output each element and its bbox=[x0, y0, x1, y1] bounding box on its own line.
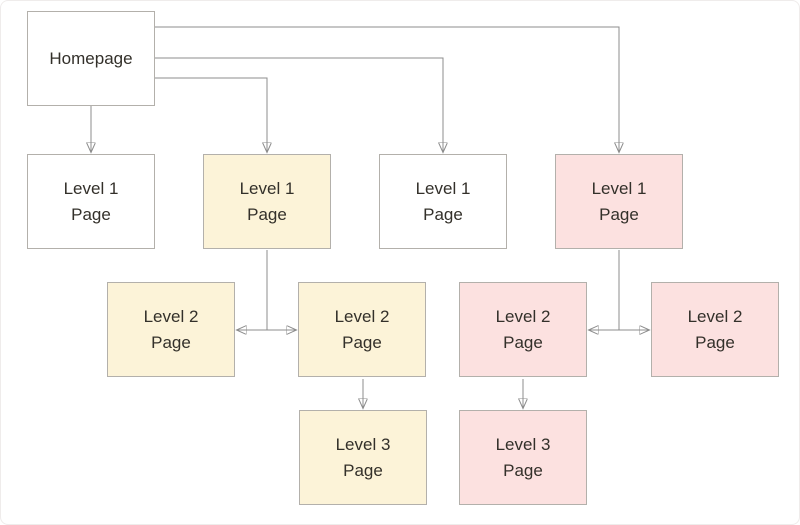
node-homepage: Homepage bbox=[27, 11, 155, 106]
node-level2-page-4: Level 2 Page bbox=[651, 282, 779, 377]
node-level1-page-4: Level 1 Page bbox=[555, 154, 683, 249]
connector-homepage-to-level1-4 bbox=[155, 26, 619, 152]
node-level3-page-2: Level 3 Page bbox=[459, 410, 587, 505]
node-level2-page-2: Level 2 Page bbox=[298, 282, 426, 377]
node-level1-page-1: Level 1 Page bbox=[27, 154, 155, 249]
node-level2-page-3: Level 2 Page bbox=[459, 282, 587, 377]
node-level2-page-1: Level 2 Page bbox=[107, 282, 235, 377]
connector-homepage-to-level1-2 bbox=[155, 77, 267, 152]
node-level1-page-3: Level 1 Page bbox=[379, 154, 507, 249]
connector-homepage-to-level1-3 bbox=[155, 57, 443, 152]
node-level1-page-2: Level 1 Page bbox=[203, 154, 331, 249]
node-level3-page-1: Level 3 Page bbox=[299, 410, 427, 505]
